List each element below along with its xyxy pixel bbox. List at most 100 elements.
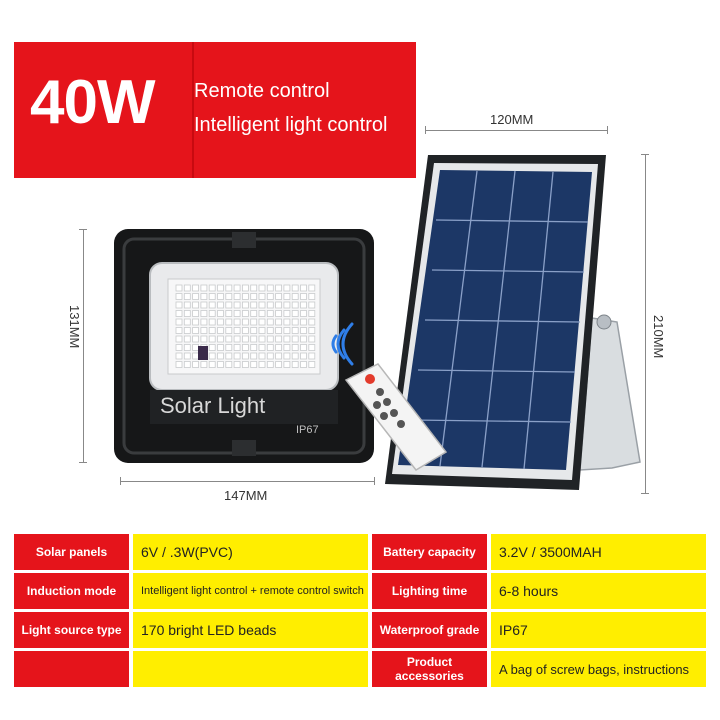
led-bead bbox=[250, 335, 258, 343]
led-bead bbox=[283, 361, 291, 368]
led-bead bbox=[266, 327, 274, 334]
led-bead bbox=[241, 352, 249, 360]
led-bead bbox=[208, 310, 216, 317]
led-bead bbox=[258, 361, 266, 368]
led-bead bbox=[241, 361, 249, 368]
spec-value: IP67 bbox=[491, 612, 706, 648]
led-bead bbox=[217, 361, 224, 368]
led-bead bbox=[300, 301, 307, 309]
led-bead bbox=[200, 301, 208, 309]
light-width-line bbox=[120, 481, 375, 482]
led-bead bbox=[266, 293, 274, 300]
led-bead bbox=[283, 318, 291, 326]
led-bead bbox=[275, 293, 283, 300]
led-bead bbox=[241, 301, 249, 309]
led-bead bbox=[208, 352, 216, 360]
led-bead bbox=[183, 327, 191, 334]
led-bead bbox=[233, 293, 241, 300]
led-bead bbox=[250, 318, 258, 326]
spec-value: 170 bright LED beads bbox=[133, 612, 368, 648]
light-width-tick-right bbox=[374, 477, 375, 485]
led-bead bbox=[300, 284, 307, 292]
led-bead bbox=[183, 293, 191, 300]
led-bead bbox=[275, 301, 283, 309]
led-bead bbox=[300, 335, 307, 343]
light-height-tick-bottom bbox=[79, 462, 87, 463]
spec-row: Product accessories A bag of screw bags,… bbox=[14, 651, 706, 687]
led-bead bbox=[217, 327, 224, 334]
led-bead bbox=[258, 301, 266, 309]
led-bead bbox=[175, 344, 183, 351]
led-bead bbox=[175, 301, 183, 309]
led-bead bbox=[217, 301, 224, 309]
led-bead bbox=[258, 327, 266, 334]
led-bead bbox=[308, 293, 316, 300]
led-bead bbox=[308, 352, 316, 360]
led-bead bbox=[275, 352, 283, 360]
led-bead bbox=[200, 335, 208, 343]
led-bead bbox=[300, 344, 307, 351]
led-bead bbox=[241, 335, 249, 343]
led-bead bbox=[200, 310, 208, 317]
led-bead bbox=[300, 327, 307, 334]
spec-value: A bag of screw bags, instructions bbox=[491, 651, 706, 687]
led-bead bbox=[241, 318, 249, 326]
light-height-line bbox=[83, 229, 84, 463]
led-bead bbox=[233, 310, 241, 317]
spec-row: Light source type 170 bright LED beads W… bbox=[14, 612, 706, 648]
led-bead bbox=[250, 284, 258, 292]
led-bead bbox=[308, 361, 316, 368]
led-bead bbox=[258, 284, 266, 292]
led-bead bbox=[308, 284, 316, 292]
spec-value: 3.2V / 3500MAH bbox=[491, 534, 706, 570]
led-bead bbox=[283, 344, 291, 351]
led-bead bbox=[225, 293, 233, 300]
led-bead bbox=[233, 301, 241, 309]
led-bead bbox=[308, 310, 316, 317]
led-bead bbox=[250, 310, 258, 317]
led-bead bbox=[300, 310, 307, 317]
led-bead bbox=[217, 293, 224, 300]
led-bead bbox=[192, 301, 200, 309]
led-bead bbox=[208, 301, 216, 309]
led-bead bbox=[183, 318, 191, 326]
led-bead bbox=[291, 335, 299, 343]
led-bead bbox=[175, 327, 183, 334]
spec-label: Waterproof grade bbox=[372, 612, 487, 648]
spec-value: 6-8 hours bbox=[491, 573, 706, 609]
led-bead bbox=[266, 361, 274, 368]
led-bead bbox=[233, 344, 241, 351]
spec-label bbox=[14, 651, 129, 687]
led-bead bbox=[291, 284, 299, 292]
led-bead bbox=[308, 344, 316, 351]
led-bead bbox=[308, 327, 316, 334]
banner-divider bbox=[192, 42, 194, 178]
led-bead bbox=[192, 327, 200, 334]
spec-label: Light source type bbox=[14, 612, 129, 648]
led-bead bbox=[225, 310, 233, 317]
led-bead bbox=[200, 361, 208, 368]
led-bead bbox=[208, 327, 216, 334]
led-bead bbox=[266, 301, 274, 309]
light-width-label: 147MM bbox=[224, 488, 268, 503]
led-bead bbox=[175, 361, 183, 368]
spec-value: 6V / .3W(PVC) bbox=[133, 534, 368, 570]
led-bead bbox=[275, 361, 283, 368]
led-bead bbox=[258, 293, 266, 300]
led-bead bbox=[175, 310, 183, 317]
led-bead bbox=[200, 327, 208, 334]
led-bead bbox=[300, 361, 307, 368]
solar-cells bbox=[398, 170, 592, 470]
led-bead bbox=[200, 284, 208, 292]
spec-row: Solar panels 6V / .3W(PVC) Battery capac… bbox=[14, 534, 706, 570]
led-bead bbox=[208, 335, 216, 343]
led-bead bbox=[183, 344, 191, 351]
led-bead bbox=[283, 352, 291, 360]
ip-badge: IP67 bbox=[296, 424, 319, 436]
led-bead bbox=[233, 284, 241, 292]
led-bead bbox=[175, 352, 183, 360]
led-bead bbox=[308, 318, 316, 326]
led-bead bbox=[266, 318, 274, 326]
panel-width-line bbox=[425, 130, 608, 131]
